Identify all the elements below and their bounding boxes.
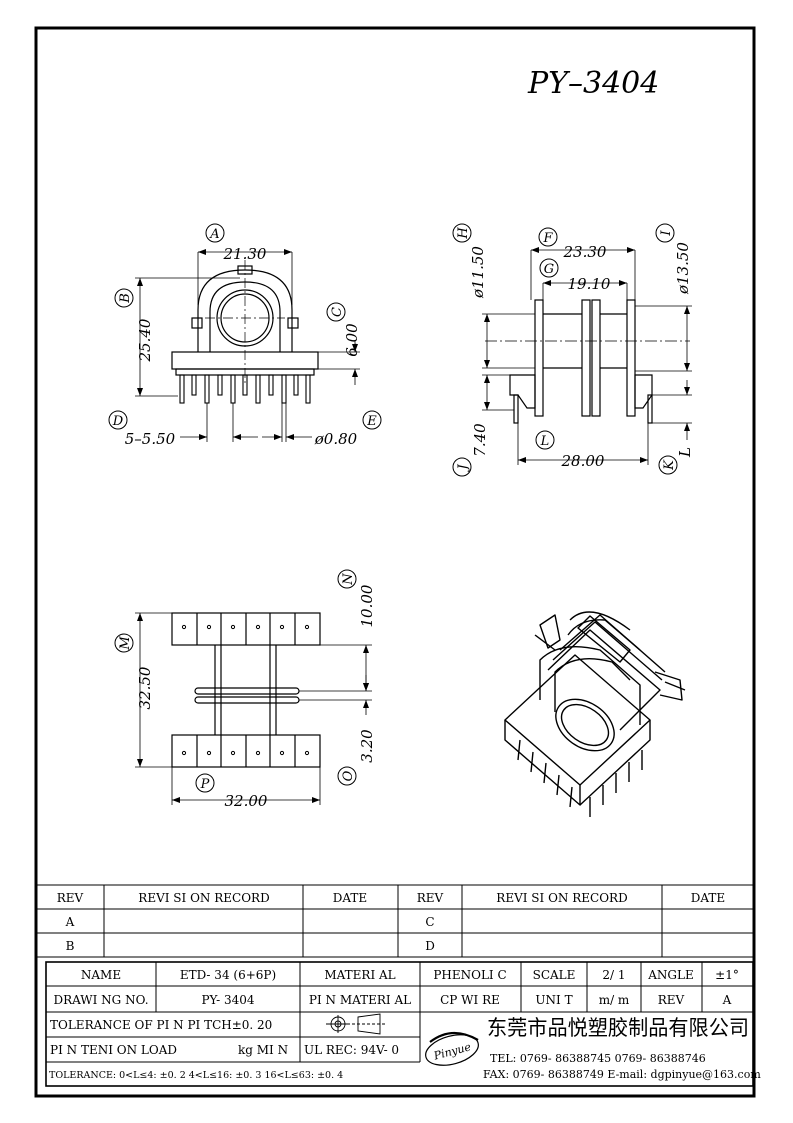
- side-view: [485, 299, 690, 424]
- rev-row-d: D: [425, 939, 435, 953]
- dim-I-letter: I: [659, 230, 674, 237]
- isometric-view: [504, 611, 686, 817]
- dim-L-value: 28.00: [561, 452, 605, 470]
- scale-label: SCALE: [533, 968, 576, 982]
- dim-D: D 5–5.50: [108, 410, 176, 448]
- dim-H-value: ø11.50: [469, 246, 487, 299]
- dim-F-letter: F: [542, 231, 553, 246]
- tel-line: TEL: 0769- 86388745 0769- 86388746: [490, 1052, 706, 1065]
- name-label: NAME: [81, 968, 121, 982]
- sheet-border: [34, 26, 756, 1098]
- dim-I: I ø13.50: [655, 223, 692, 295]
- pin-material-value: CP WI RE: [440, 993, 500, 1007]
- pin-tension-value: kg MI N: [238, 1043, 288, 1057]
- part-number-title: PY–3404: [527, 66, 659, 101]
- dim-F-value: 23.30: [563, 243, 607, 261]
- dim-C-letter: C: [330, 307, 345, 317]
- dim-D-letter: D: [112, 414, 124, 429]
- dim-L-letter: L: [540, 434, 550, 449]
- rev-value: A: [722, 993, 732, 1007]
- name-value: ETD- 34 (6+6P): [180, 968, 276, 982]
- dim-C: C 6.00: [326, 302, 361, 357]
- dim-J-letter: J: [456, 464, 471, 473]
- ul-rec: UL REC: 94V- 0: [304, 1043, 399, 1057]
- dim-K: K L: [658, 447, 694, 475]
- rev-row-c: C: [425, 915, 434, 929]
- dim-O-letter: O: [341, 770, 356, 781]
- dim-I-value: ø13.50: [674, 242, 692, 295]
- unit-label: UNI T: [535, 993, 572, 1007]
- dim-N-letter: N: [341, 573, 356, 586]
- rev-header-right: REV: [417, 891, 444, 905]
- dim-E-letter: E: [366, 414, 377, 429]
- dim-A-value: 21.30: [223, 245, 267, 263]
- dim-M: M 32.50: [114, 633, 154, 709]
- dim-N: N 10.00: [337, 569, 376, 627]
- revision-table: [36, 884, 754, 958]
- dim-B-value: 25.40: [136, 318, 154, 362]
- company-name: 东莞市品悦塑胶制品有限公司: [487, 1016, 749, 1040]
- dim-H-letter: H: [456, 227, 471, 240]
- dim-A: A 21.30: [205, 223, 267, 263]
- dim-F: F 23.30: [538, 227, 607, 261]
- dim-G-value: 19.10: [568, 275, 611, 293]
- dim-O: O 3.20: [337, 729, 376, 786]
- date-header-left: DATE: [333, 891, 367, 905]
- rev-row-b: B: [66, 939, 75, 953]
- dim-E-value: ø0.80: [314, 430, 358, 448]
- angle-label: ANGLE: [647, 968, 693, 982]
- dim-B: B 25.40: [114, 288, 154, 362]
- rev-row-a: A: [65, 915, 75, 929]
- scale-value: 2/ 1: [602, 968, 625, 982]
- pin-material-label: PI N MATERI AL: [309, 993, 411, 1007]
- fax-line: FAX: 0769- 86388749 E-mail: dgpinyue@163…: [483, 1068, 761, 1081]
- title-block: [45, 961, 754, 1087]
- dim-K-value: L: [676, 447, 694, 458]
- dim-E: E ø0.80: [314, 410, 382, 448]
- record-header-left: REVI SI ON RECORD: [138, 891, 269, 905]
- dim-G: G 19.10: [539, 258, 611, 293]
- dim-H: H ø11.50: [452, 223, 487, 299]
- dim-A-letter: A: [209, 227, 219, 242]
- front-view: [171, 260, 319, 404]
- dim-M-value: 32.50: [136, 666, 154, 709]
- dim-J: J 7.40: [452, 423, 489, 477]
- dim-P: P 32.00: [195, 773, 268, 810]
- dim-D-value: 5–5.50: [125, 430, 176, 448]
- drawing-no-value: PY- 3404: [201, 993, 254, 1007]
- dim-P-letter: P: [200, 777, 210, 792]
- projection-symbol-icon: [326, 1013, 386, 1035]
- dim-M-letter: M: [118, 636, 133, 651]
- bottom-view: [171, 612, 321, 768]
- dim-G-letter: G: [544, 262, 554, 277]
- dim-L: L 28.00: [535, 430, 605, 470]
- pin-tension-label: PI N TENI ON LOAD: [50, 1043, 177, 1057]
- dim-O-value: 3.20: [358, 729, 376, 763]
- dim-C-value: 6.00: [343, 323, 361, 357]
- unit-value: m/ m: [599, 993, 630, 1007]
- dim-N-value: 10.00: [358, 584, 376, 627]
- rev-label: REV: [658, 993, 685, 1007]
- company-logo: Pinyue: [425, 1031, 479, 1066]
- material-label: MATERI AL: [324, 968, 395, 982]
- dim-J-value: 7.40: [471, 423, 489, 457]
- drawing-no-label: DRAWI NG NO.: [53, 993, 148, 1007]
- dim-B-letter: B: [118, 293, 133, 304]
- dim-P-value: 32.00: [225, 792, 268, 810]
- angle-value: ±1°: [715, 968, 739, 982]
- dim-K-letter: K: [662, 459, 677, 471]
- rev-header-left: REV: [57, 891, 84, 905]
- record-header-right: REVI SI ON RECORD: [496, 891, 627, 905]
- tolerance-ranges: TOLERANCE: 0<L≤4: ±0. 2 4<L≤16: ±0. 3 16…: [49, 1070, 343, 1081]
- date-header-right: DATE: [691, 891, 725, 905]
- material-value: PHENOLI C: [433, 968, 506, 982]
- tolerance-pitch: TOLERANCE OF PI N PI TCH±0. 20: [50, 1018, 272, 1032]
